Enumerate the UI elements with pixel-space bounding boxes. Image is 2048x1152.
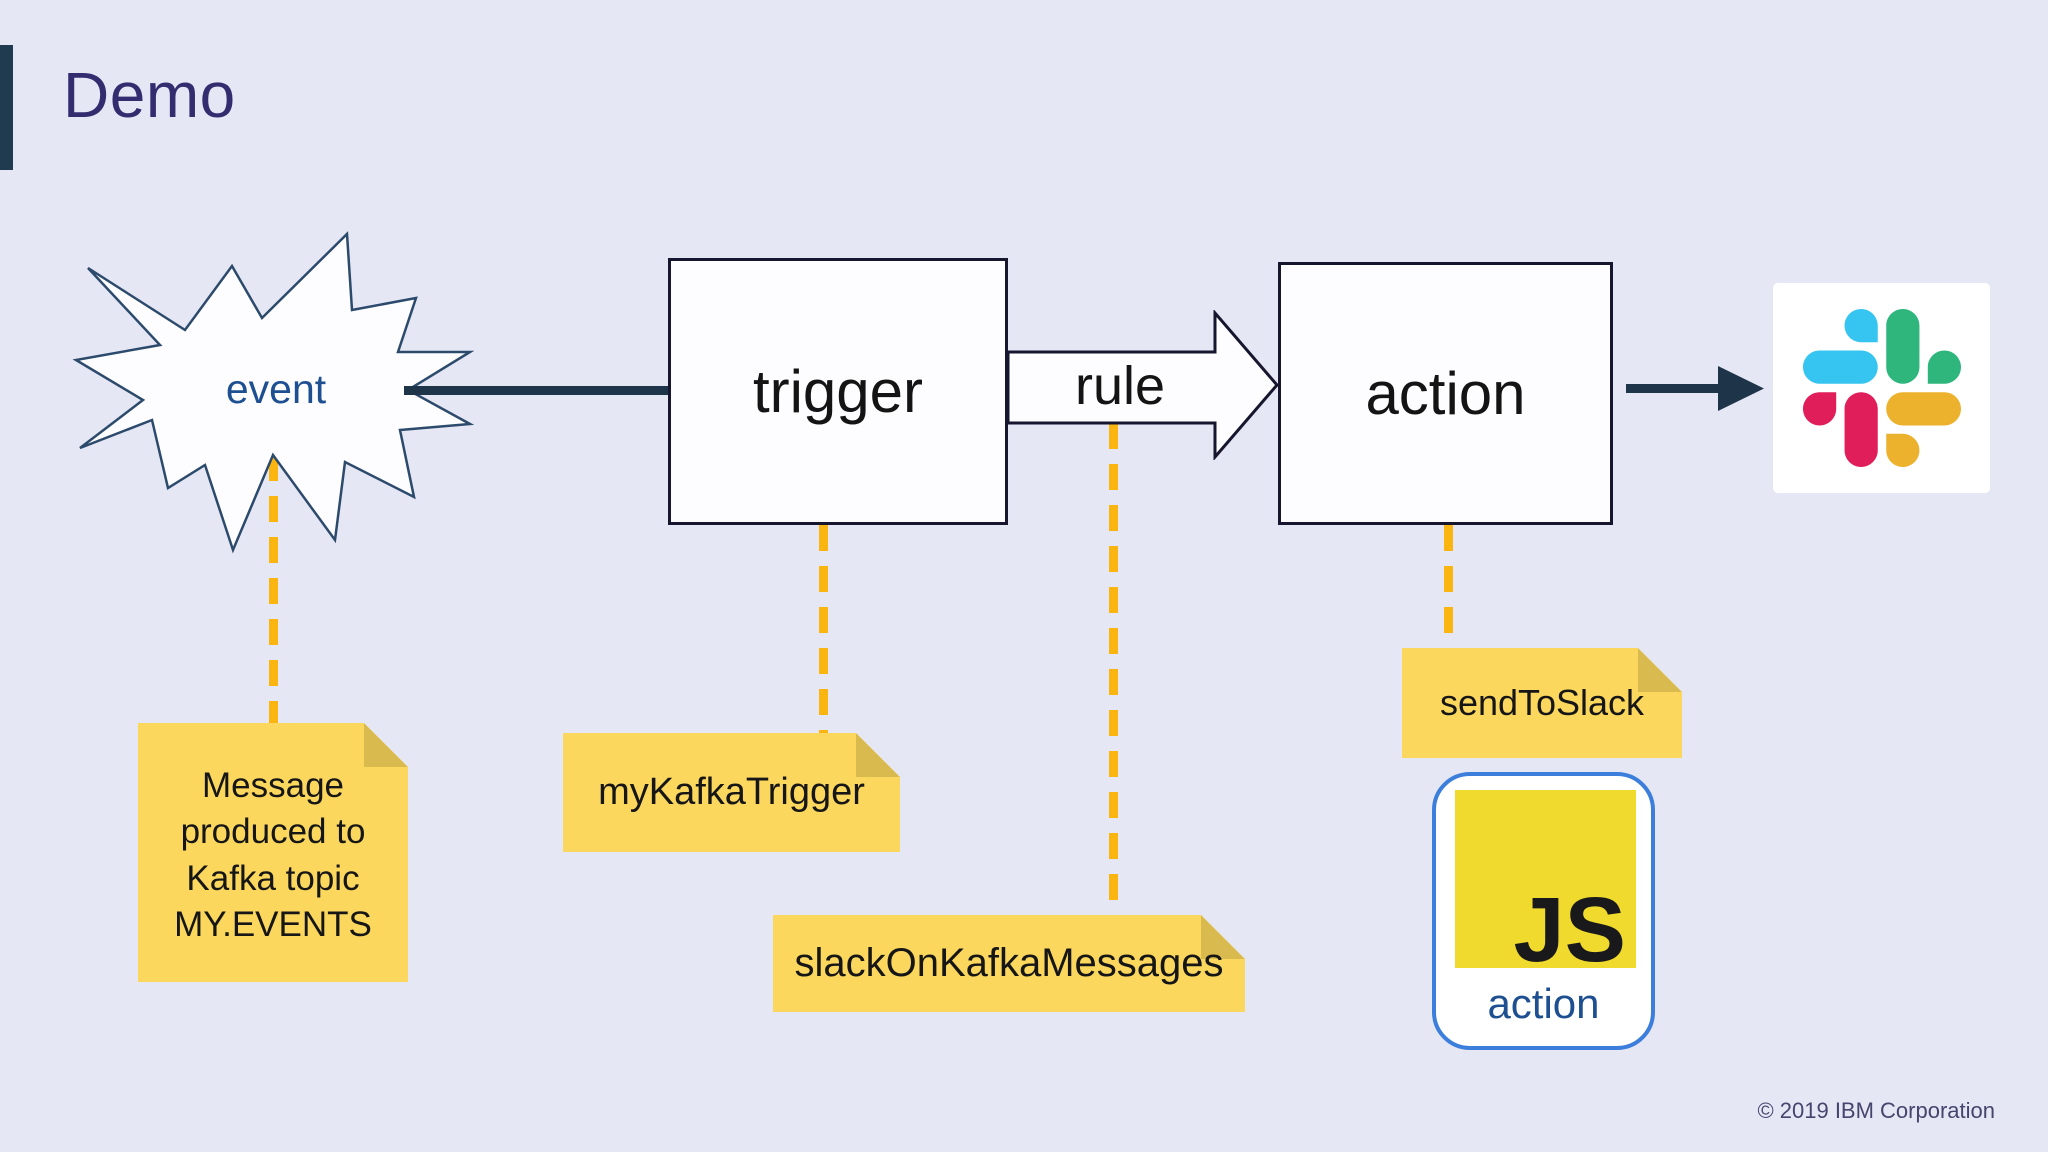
sticky-note-event: Message produced to Kafka topic MY.EVENT… (138, 723, 408, 982)
dashed-connector-action-note (1444, 525, 1453, 648)
rule-arrow-shape (1008, 310, 1279, 460)
footer-copyright: © 2019 IBM Corporation (1757, 1098, 1995, 1123)
note-rule-text: slackOnKafkaMessages (794, 941, 1224, 985)
slack-logo-icon (1802, 309, 1961, 467)
sticky-note-trigger: myKafkaTrigger (563, 733, 900, 852)
page-title: Demo (63, 59, 236, 131)
js-action-card: JS action (1432, 772, 1655, 1050)
trigger-label: trigger (752, 358, 924, 425)
js-logo-text: JS (1513, 879, 1626, 968)
sticky-note-rule: slackOnKafkaMessages (773, 915, 1245, 1012)
action-box: action (1278, 262, 1613, 525)
action-label: action (1365, 360, 1526, 427)
slack-tile (1773, 283, 1990, 493)
trigger-box: trigger (668, 258, 1008, 525)
dashed-connector-rule-note (1109, 423, 1118, 915)
js-logo-icon: JS (1455, 790, 1636, 968)
connector-event-trigger (404, 386, 668, 395)
rule-label: rule (1074, 356, 1166, 416)
title-accent-bar (0, 45, 13, 170)
dashed-connector-event-note (269, 455, 278, 723)
js-card-label: action (1487, 980, 1600, 1027)
starburst-icon (72, 231, 475, 554)
dashed-connector-trigger-note (819, 525, 828, 733)
arrow-right-icon (1626, 366, 1764, 411)
event-label: event (225, 365, 327, 412)
sticky-note-action: sendToSlack (1402, 648, 1682, 758)
note-trigger-text: myKafkaTrigger (598, 771, 865, 813)
note-action-text: sendToSlack (1439, 682, 1645, 723)
note-event-text: Message produced to Kafka topic MY.EVENT… (174, 766, 372, 944)
